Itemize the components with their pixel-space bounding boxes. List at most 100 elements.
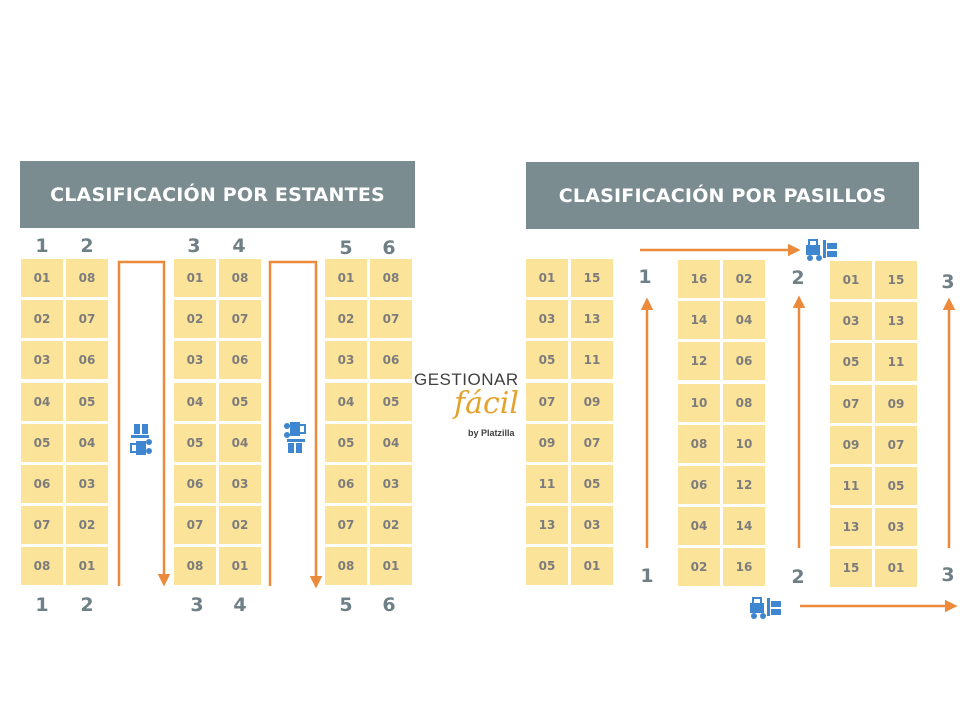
shelf-cell: 06: [66, 341, 108, 379]
rack-number-bottom: 5: [339, 594, 353, 616]
aisle-cell: 03: [571, 506, 613, 544]
aisle-label-top: 2: [791, 267, 805, 289]
rack-number-bottom: 3: [190, 594, 204, 616]
rack-number-bottom: 1: [35, 594, 49, 616]
aisle-cell: 11: [875, 343, 917, 381]
shelf-cell: 06: [325, 465, 367, 503]
rack-number-top: 4: [232, 235, 246, 257]
aisle-cell: 05: [571, 465, 613, 503]
shelf-cell: 07: [66, 300, 108, 338]
rack-number-top: 3: [187, 235, 201, 257]
shelf-cell: 07: [325, 506, 367, 544]
logo-text-by: by Platzilla: [468, 428, 515, 438]
forklift-icon: [750, 597, 781, 619]
shelf-cell: 05: [21, 424, 63, 462]
shelf-cell: 07: [21, 506, 63, 544]
shelf-cell: 03: [219, 465, 261, 503]
aisle-cell: 11: [830, 467, 872, 505]
aisle-cell: 04: [723, 301, 765, 339]
shelf-cell: 06: [21, 465, 63, 503]
shelf-cell: 04: [174, 383, 216, 421]
shelf-cell: 03: [66, 465, 108, 503]
aisle-label-bottom: 1: [640, 565, 654, 587]
aisle-cell: 10: [678, 384, 720, 422]
shelf-cell: 02: [325, 300, 367, 338]
shelf-cell: 01: [370, 547, 412, 585]
aisle-cell: 01: [526, 259, 568, 297]
shelf-cell: 02: [21, 300, 63, 338]
shelf-cell: 02: [66, 506, 108, 544]
rack-number-bottom: 2: [80, 594, 94, 616]
shelf-cell: 05: [66, 383, 108, 421]
aisle-cell: 02: [723, 260, 765, 298]
aisle-cell: 13: [526, 506, 568, 544]
right-title-banner: CLASIFICACIÓN POR PASILLOS: [526, 162, 919, 229]
shelf-cell: 07: [174, 506, 216, 544]
shelf-cell: 03: [370, 465, 412, 503]
shelf-cell: 02: [370, 506, 412, 544]
aisle-cell: 01: [875, 549, 917, 587]
shelf-cell: 08: [325, 547, 367, 585]
aisle-label-top: 1: [638, 266, 652, 288]
shelf-cell: 04: [21, 383, 63, 421]
shelf-cell: 06: [174, 465, 216, 503]
shelf-cell: 03: [21, 341, 63, 379]
aisle-cell: 12: [678, 342, 720, 380]
aisle-cell: 06: [678, 466, 720, 504]
rack-number-top: 6: [382, 237, 396, 259]
aisle-cell: 15: [875, 261, 917, 299]
rack-number-bottom: 6: [382, 594, 396, 616]
aisle-cell: 13: [875, 302, 917, 340]
shelf-cell: 07: [370, 300, 412, 338]
shelf-cell: 08: [21, 547, 63, 585]
aisle-cell: 09: [571, 383, 613, 421]
aisle-cell: 09: [526, 424, 568, 462]
shelf-cell: 01: [21, 259, 63, 297]
left-title-banner: CLASIFICACIÓN POR ESTANTES: [20, 161, 415, 228]
shelf-cell: 08: [174, 547, 216, 585]
aisle-cell: 06: [723, 342, 765, 380]
shelf-cell: 05: [219, 383, 261, 421]
shelf-cell: 02: [174, 300, 216, 338]
shelf-cell: 01: [174, 259, 216, 297]
aisle-cell: 03: [526, 300, 568, 338]
shelf-cell: 06: [219, 341, 261, 379]
shelf-cell: 04: [325, 383, 367, 421]
shelf-cell: 08: [370, 259, 412, 297]
shelf-cell: 03: [174, 341, 216, 379]
aisle-cell: 02: [678, 548, 720, 586]
aisle-cell: 13: [830, 508, 872, 546]
shelf-cell: 05: [325, 424, 367, 462]
shelf-cell: 04: [219, 424, 261, 462]
rack-number-bottom: 4: [233, 594, 247, 616]
shelf-cell: 04: [66, 424, 108, 462]
aisle-label-bottom: 2: [791, 566, 805, 588]
aisle-cell: 16: [723, 548, 765, 586]
logo-text-main: GESTIONAR: [414, 370, 519, 389]
aisle-cell: 05: [526, 547, 568, 585]
aisle-cell: 01: [830, 261, 872, 299]
rack-number-top: 5: [339, 237, 353, 259]
aisle-cell: 07: [526, 383, 568, 421]
aisle-cell: 05: [875, 467, 917, 505]
aisle-cell: 13: [571, 300, 613, 338]
shelf-cell: 05: [174, 424, 216, 462]
forklift-icon: [806, 239, 837, 261]
aisle-label-bottom: 3: [941, 564, 955, 586]
forklift-icon: [284, 422, 306, 453]
aisle-cell: 01: [571, 547, 613, 585]
aisle-label-top: 3: [941, 271, 955, 293]
shelf-cell: 04: [370, 424, 412, 462]
aisle-cell: 11: [526, 465, 568, 503]
route-arrow-aisle-2: [268, 260, 323, 589]
aisle-cell: 15: [571, 259, 613, 297]
aisle-cell: 04: [678, 507, 720, 545]
aisle-cell: 12: [723, 466, 765, 504]
aisle-cell: 05: [830, 343, 872, 381]
aisle-cell: 09: [875, 385, 917, 423]
aisle-cell: 10: [723, 425, 765, 463]
shelf-cell: 01: [325, 259, 367, 297]
rack-number-top: 2: [80, 235, 94, 257]
shelf-cell: 08: [219, 259, 261, 297]
